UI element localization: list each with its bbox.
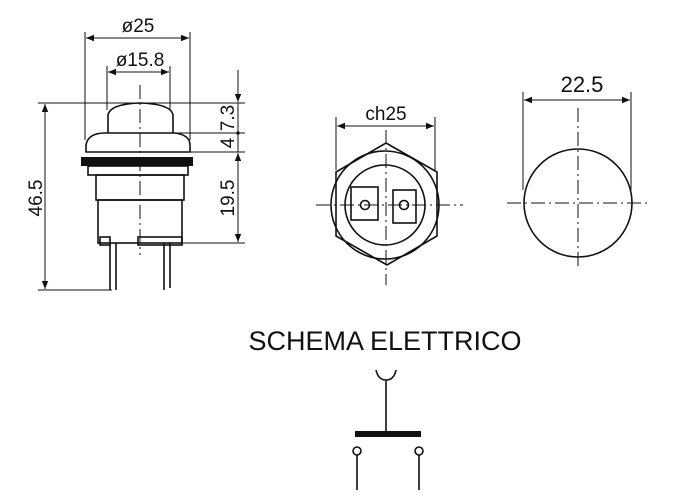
terminal-pins	[109, 243, 171, 290]
dim-outer-diameter: ø25	[122, 16, 155, 37]
terminal-tab	[350, 186, 379, 221]
dim-body-height: 19.5	[218, 180, 239, 217]
side-view: ø25 ø15.8 46.5 7.3 4 19.5	[26, 16, 245, 291]
dim-across-flats: ch25	[365, 104, 406, 125]
contact-terminal	[414, 446, 424, 456]
bottom-view: ch25	[316, 104, 463, 285]
actuator	[375, 369, 397, 432]
dim-cap-diameter: ø15.8	[116, 50, 165, 71]
schematic: SCHEMA ELETTRICO	[248, 326, 522, 490]
hex-nut	[335, 142, 438, 266]
schematic-title: SCHEMA ELETTRICO	[248, 326, 521, 356]
terminal-tab	[392, 189, 417, 224]
flange	[85, 132, 191, 153]
dim-cap-height: 7.3	[218, 105, 239, 131]
dim-flange-height: 4	[218, 137, 239, 148]
dim-total-height: 46.5	[26, 180, 47, 217]
dim-head-diameter: 22.5	[561, 72, 604, 97]
top-view: 22.5	[507, 72, 648, 270]
contact-terminal	[352, 446, 362, 456]
nut	[81, 157, 193, 166]
washer	[87, 165, 189, 176]
contact-bar	[355, 431, 421, 437]
